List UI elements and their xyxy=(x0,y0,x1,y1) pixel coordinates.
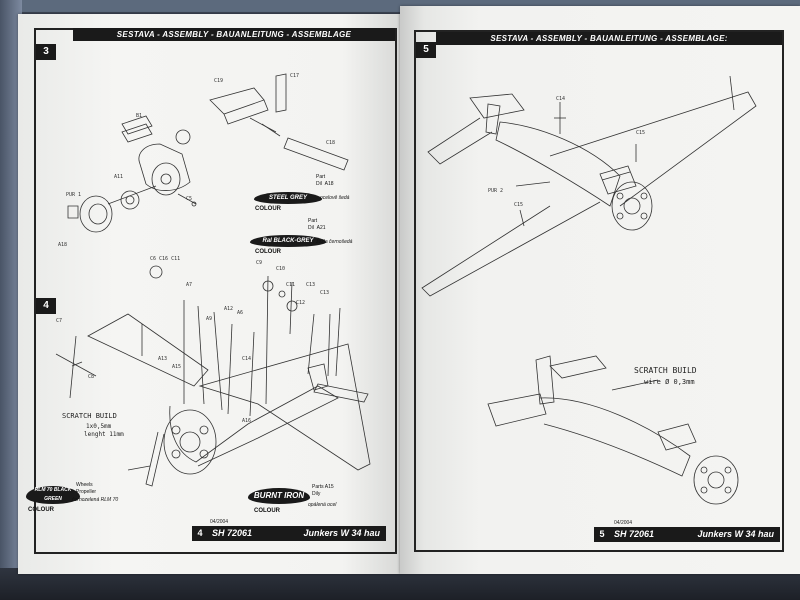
part-label: C12 xyxy=(296,300,306,306)
part-label: A15 xyxy=(172,364,182,370)
part-label: A18 xyxy=(58,242,68,248)
part-label: C17 xyxy=(290,73,300,79)
scratch-build-title: SCRATCH BUILD xyxy=(634,366,697,375)
sheet-header: SESTAVA - ASSEMBLY - BAUANLEITUNG - ASSE… xyxy=(436,32,782,45)
part-label: A6 xyxy=(237,310,244,316)
part-label: A12 xyxy=(224,306,234,312)
part-label: C19 xyxy=(214,78,224,84)
scratch-build-spec: wire Ø 0,3mm xyxy=(644,378,695,386)
print-date: 04/2004 xyxy=(210,519,229,525)
colour-czech-name: ocelově šedá xyxy=(320,195,350,201)
part-label: A11 xyxy=(114,174,124,180)
assembly-drawing-right xyxy=(400,6,800,574)
part-label: B1 xyxy=(136,113,143,119)
instruction-page-right: SESTAVA - ASSEMBLY - BAUANLEITUNG - ASSE… xyxy=(400,6,800,574)
colour-caption: COLOUR xyxy=(254,508,280,514)
colour-czech-name: žežla černošedá xyxy=(316,239,353,245)
colour-swatch-burnt-iron: BURNT IRON xyxy=(248,488,310,504)
part-label: A16 xyxy=(242,418,252,424)
part-label: C6 C16 C11 xyxy=(150,256,181,262)
scratch-build-spec: 1x0,5mm xyxy=(86,423,112,430)
part-label: C14 xyxy=(242,356,252,362)
colour-swatch-black-grey: Ral BLACK-GREY xyxy=(250,235,326,247)
assembly-drawing-left xyxy=(18,14,400,574)
part-label: C13 xyxy=(306,282,316,288)
page-footer: 5 SH 72061 Junkers W 34 hau xyxy=(594,527,780,542)
part-label: C5 xyxy=(186,196,193,202)
scratch-build-title: SCRATCH BUILD xyxy=(62,412,117,420)
part-label: C7 xyxy=(56,318,63,324)
page-number: 5 xyxy=(599,529,605,539)
part-label: C15 xyxy=(514,202,524,208)
colour-caption: COLOUR xyxy=(255,206,281,212)
colour-swatch-rlm70: RLM 70 BLACK GREEN xyxy=(26,486,80,504)
part-label: C15 xyxy=(636,130,646,136)
print-date: 04/2004 xyxy=(614,520,633,526)
kit-code: SH 72061 xyxy=(212,528,253,538)
part-label: C18 xyxy=(326,140,336,146)
kit-code: SH 72061 xyxy=(614,529,655,539)
page-footer: 4 SH 72061 Junkers W 34 hau xyxy=(192,526,386,541)
part-label: A7 xyxy=(186,282,193,288)
instruction-page-left: SESTAVA - ASSEMBLY - BAUANLEITUNG - ASSE… xyxy=(18,14,400,574)
sheet-header: SESTAVA - ASSEMBLY - BAUANLEITUNG - ASSE… xyxy=(73,28,395,41)
part-label: C11 xyxy=(286,282,296,288)
model-name: Junkers W 34 hau xyxy=(303,528,380,538)
part-label: C10 xyxy=(276,266,286,272)
part-label: PUR 2 xyxy=(488,188,504,194)
page-frame xyxy=(414,30,784,552)
part-label: A13 xyxy=(158,356,168,362)
colour-swatch-steel-grey: STEEL GREY xyxy=(254,192,322,204)
part-label: C14 xyxy=(556,96,566,102)
step-number-3: 3 xyxy=(36,44,56,60)
part-label: A9 xyxy=(206,316,213,322)
page-number: 4 xyxy=(197,528,203,538)
colour-czech-name: opálená ocel xyxy=(308,502,337,508)
scratch-build-spec: lenght 11mm xyxy=(84,431,124,438)
booklet-stack-edge xyxy=(0,0,22,600)
colour-czech-name: černozelená RLM 70 xyxy=(72,497,119,503)
part-label: C13 xyxy=(320,290,330,296)
step-number-5: 5 xyxy=(416,42,436,58)
model-name: Junkers W 34 hau xyxy=(697,529,774,539)
colour-caption: COLOUR xyxy=(28,507,54,513)
part-label: PUR 1 xyxy=(66,192,82,198)
part-label: C9 xyxy=(256,260,263,266)
step-number-4: 4 xyxy=(36,298,56,314)
colour-caption: COLOUR xyxy=(255,249,281,255)
part-label: C8 xyxy=(88,374,95,380)
